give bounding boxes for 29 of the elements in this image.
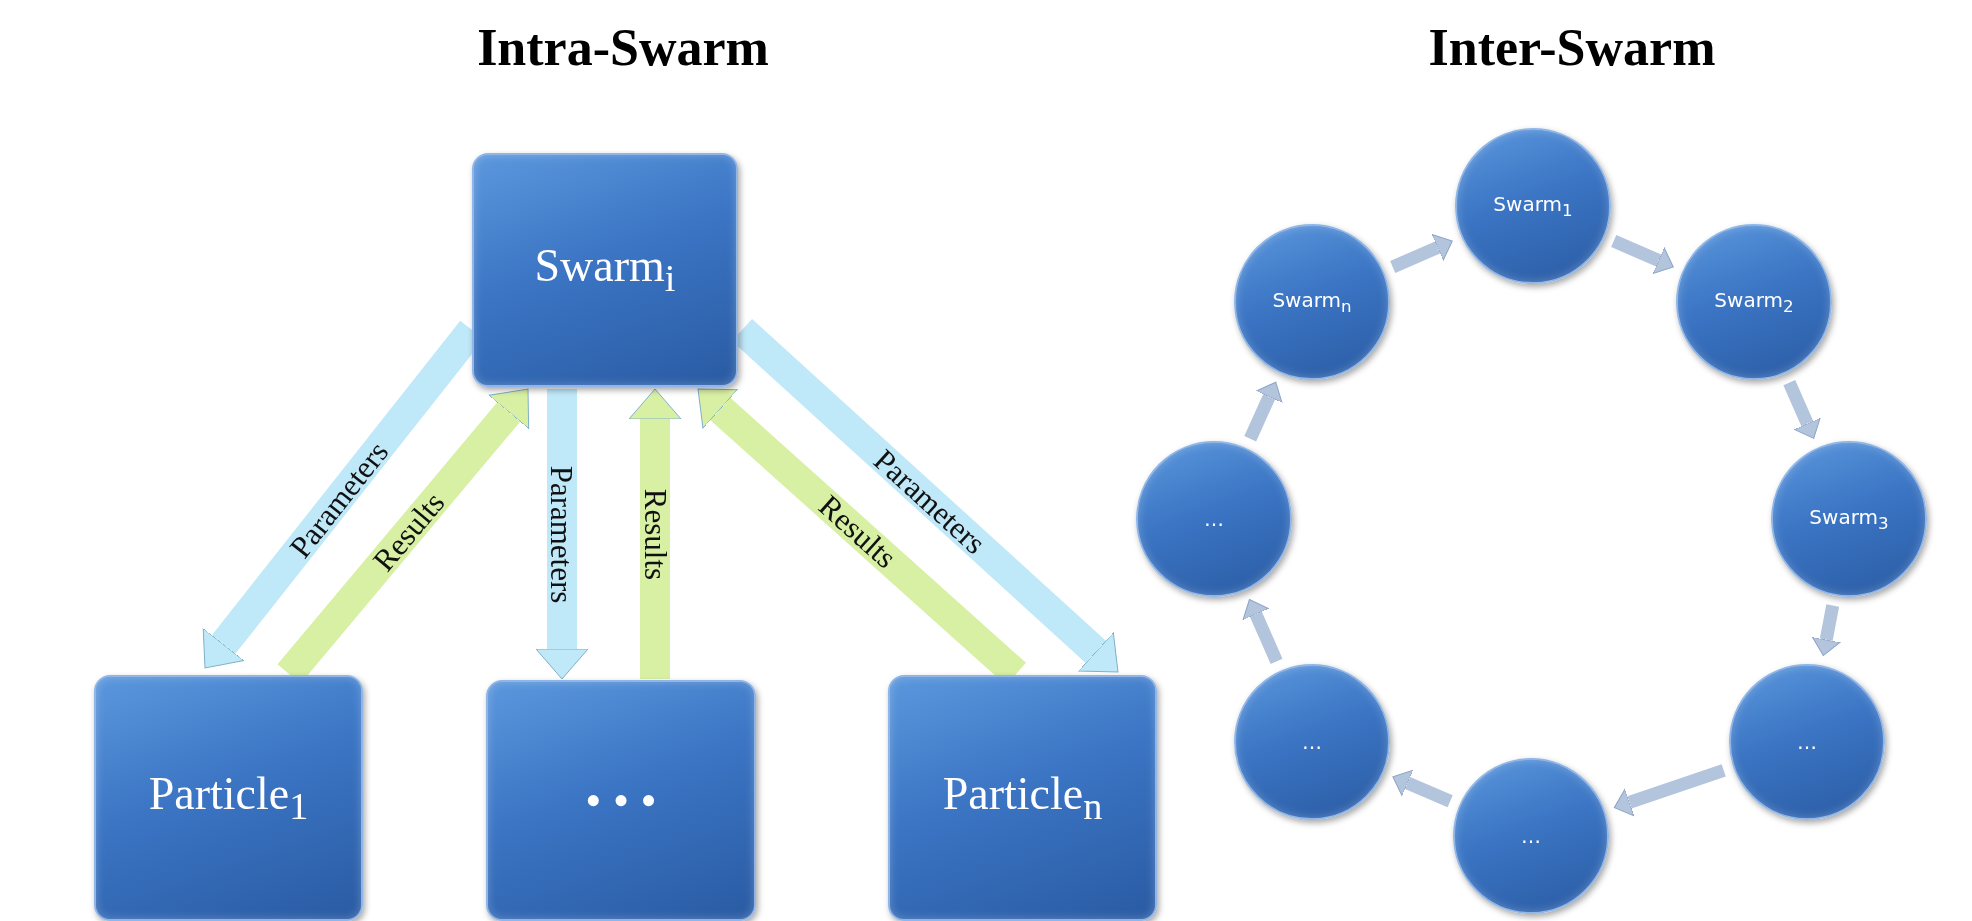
block-arrow [1242, 599, 1283, 665]
heading: Intra-Swarm [477, 18, 769, 77]
node-label: … [1521, 824, 1541, 848]
process-box [94, 675, 363, 921]
node-label: • • • [585, 774, 657, 827]
block-arrow [628, 388, 682, 679]
heading: Inter-Swarm [1428, 18, 1716, 77]
node-label: Particle$_{1}$ [148, 767, 309, 829]
block-arrow [1812, 604, 1841, 656]
node-label: Swarm$_{3}$ [1809, 505, 1889, 533]
block-arrow [1244, 381, 1283, 442]
node-label: … [1204, 507, 1224, 531]
block-arrow [1783, 380, 1821, 439]
block-arrow [1392, 769, 1453, 808]
node-label: Swarm$_{n}$ [1272, 288, 1352, 316]
node-label: Swarm$_{1}$ [1493, 192, 1573, 220]
node-label: … [1797, 730, 1817, 754]
node-label: Swarm$_{i}$ [534, 239, 676, 301]
edge-label: Parameters [546, 465, 578, 603]
block-arrow [1613, 764, 1726, 817]
node-label: Swarm$_{2}$ [1714, 288, 1794, 316]
node-label: Particle$_{n}$ [942, 767, 1103, 829]
process-box [486, 680, 756, 921]
process-box [888, 675, 1157, 921]
edge-label: Results [639, 488, 671, 580]
process-box [472, 153, 738, 387]
block-arrow [1390, 234, 1453, 273]
block-arrow [1611, 235, 1674, 274]
node-label: … [1302, 730, 1322, 754]
